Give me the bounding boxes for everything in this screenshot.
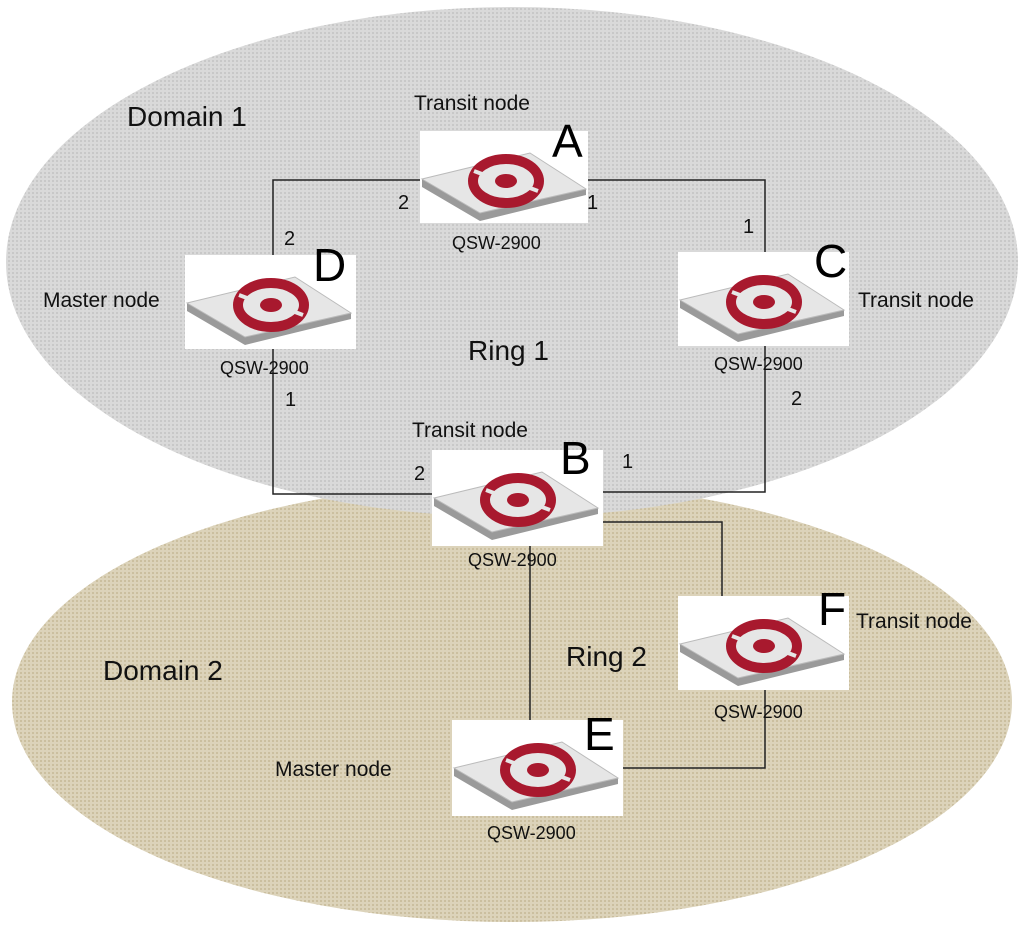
node-a-letter: A: [552, 115, 583, 167]
switch-b-logo-ring: [480, 473, 556, 527]
switch-d-logo-ring: [233, 278, 309, 332]
link-a-d: [272, 179, 420, 260]
switch-a-logo-gap1: [473, 169, 483, 176]
switch-c-side: [680, 300, 844, 342]
switch-d-logo-gap1: [238, 293, 248, 300]
node-d-role: Master node: [43, 289, 160, 312]
switch-e-logo-ring: [500, 743, 576, 797]
node-f-letter: F: [818, 583, 846, 635]
switch-f-logo-dot: [753, 639, 775, 653]
links: [272, 179, 766, 769]
switch-d-logo-dot: [260, 298, 282, 312]
switch-a-side: [422, 179, 586, 221]
switch-d-side: [187, 303, 351, 345]
switch-a-logo-gap2: [529, 186, 539, 193]
switch-b: [432, 450, 603, 546]
port-c-1: 1: [743, 216, 754, 238]
port-b-2: 2: [414, 463, 425, 485]
port-a-1: 1: [587, 192, 598, 214]
switch-b-logo-dot: [507, 493, 529, 507]
link-a-c: [588, 179, 766, 255]
port-d-2: 2: [284, 228, 295, 250]
node-c-letter: C: [814, 235, 847, 287]
link-c-b: [600, 345, 766, 493]
switch-e-side: [454, 768, 618, 810]
node-d-letter: D: [313, 239, 346, 291]
node-e-letter: E: [584, 708, 615, 760]
domain-2-label: Domain 2: [103, 655, 223, 686]
switch-e-logo-gap2: [561, 775, 571, 782]
node-b-letter: B: [560, 432, 591, 484]
switch-f-logo-gap2: [787, 651, 797, 658]
switch-f-logo-gap1: [731, 634, 741, 641]
switch-c-logo-dot: [753, 295, 775, 309]
switch-e-logo-gap1: [505, 758, 515, 765]
switch-a-logo-dot: [495, 174, 517, 188]
domain-2-area: [12, 482, 1012, 922]
node-b-model: QSW-2900: [468, 550, 557, 570]
link-f-e: [620, 690, 766, 769]
node-d-model: QSW-2900: [220, 358, 309, 378]
switch-a: [420, 131, 588, 223]
port-b-1: 1: [622, 451, 633, 473]
node-e-model: QSW-2900: [487, 823, 576, 843]
switch-e-logo-dot: [527, 763, 549, 777]
switch-b-side: [434, 498, 598, 540]
switch-f-logo-ring: [726, 619, 802, 673]
port-d-1: 1: [285, 389, 296, 411]
node-a-role: Transit node: [414, 92, 530, 115]
node-c-role: Transit node: [858, 289, 974, 312]
switch-c-logo-ring: [726, 275, 802, 329]
port-c-2: 2: [791, 388, 802, 410]
switch-a-logo-ring: [468, 154, 544, 208]
node-e-role: Master node: [275, 758, 392, 781]
port-a-2: 2: [398, 192, 409, 214]
switch-f: [678, 596, 849, 690]
switch-f-side: [680, 644, 844, 686]
switch-d-logo-gap2: [294, 310, 304, 317]
node-f-model: QSW-2900: [714, 702, 803, 722]
switch-c-logo-gap1: [731, 290, 741, 297]
switch-b-logo-gap2: [541, 505, 551, 512]
node-b-role: Transit node: [412, 419, 528, 442]
node-a-model: QSW-2900: [452, 233, 541, 253]
switch-b-logo-gap1: [485, 488, 495, 495]
link-d-b: [272, 348, 432, 495]
domain-1-label: Domain 1: [127, 101, 247, 132]
node-f-role: Transit node: [856, 610, 972, 633]
ring-2-label: Ring 2: [566, 641, 647, 672]
node-c-model: QSW-2900: [714, 354, 803, 374]
switch-c: [678, 252, 849, 346]
switch-c-logo-gap2: [787, 307, 797, 314]
switch-e: [452, 720, 623, 816]
ring-1-label: Ring 1: [468, 335, 549, 366]
link-b-f: [600, 521, 723, 598]
switch-d: [185, 255, 356, 349]
